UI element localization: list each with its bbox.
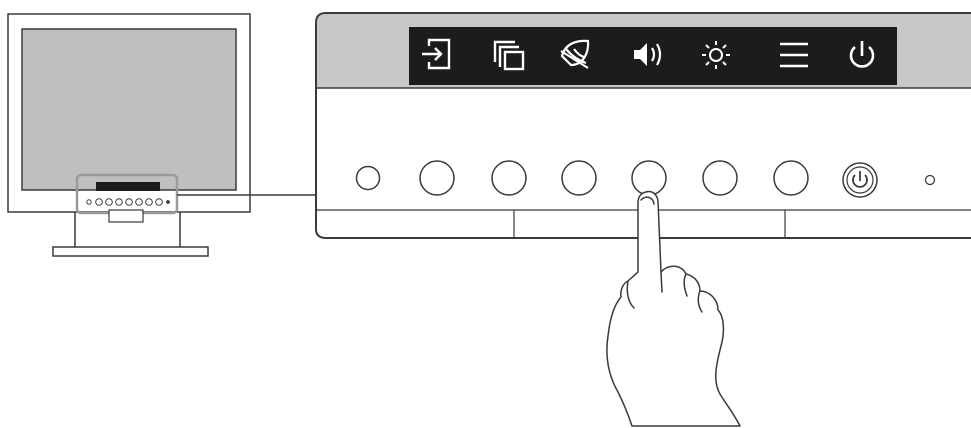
power-button-icon	[852, 171, 868, 188]
screen-mode-button[interactable]	[491, 160, 527, 196]
mini-icon-bar	[96, 182, 160, 191]
monitor-screen	[21, 28, 237, 191]
volume-button[interactable]	[631, 160, 667, 196]
eco-button[interactable]	[561, 160, 597, 196]
volume-icon	[634, 43, 662, 66]
input-button[interactable]	[419, 160, 455, 196]
pressing-hand	[606, 190, 741, 427]
input-icon	[422, 38, 451, 70]
sensor	[355, 165, 381, 191]
mini-buttons	[86, 198, 170, 206]
power-icon	[849, 41, 875, 68]
brightness-button[interactable]	[702, 160, 738, 196]
menu-button[interactable]	[773, 160, 809, 196]
power-button[interactable]	[842, 162, 878, 198]
zoomed-control-panel	[315, 12, 971, 239]
mini-stand-notch	[108, 209, 144, 223]
monitor-stand-base	[52, 246, 209, 257]
brightness-icon	[702, 41, 730, 69]
eco-leaf-icon	[560, 39, 590, 69]
picture-in-picture-icon	[493, 40, 525, 71]
power-indicator-led	[924, 174, 936, 186]
menu-icon	[780, 42, 808, 68]
monitor-illustration	[7, 13, 316, 257]
